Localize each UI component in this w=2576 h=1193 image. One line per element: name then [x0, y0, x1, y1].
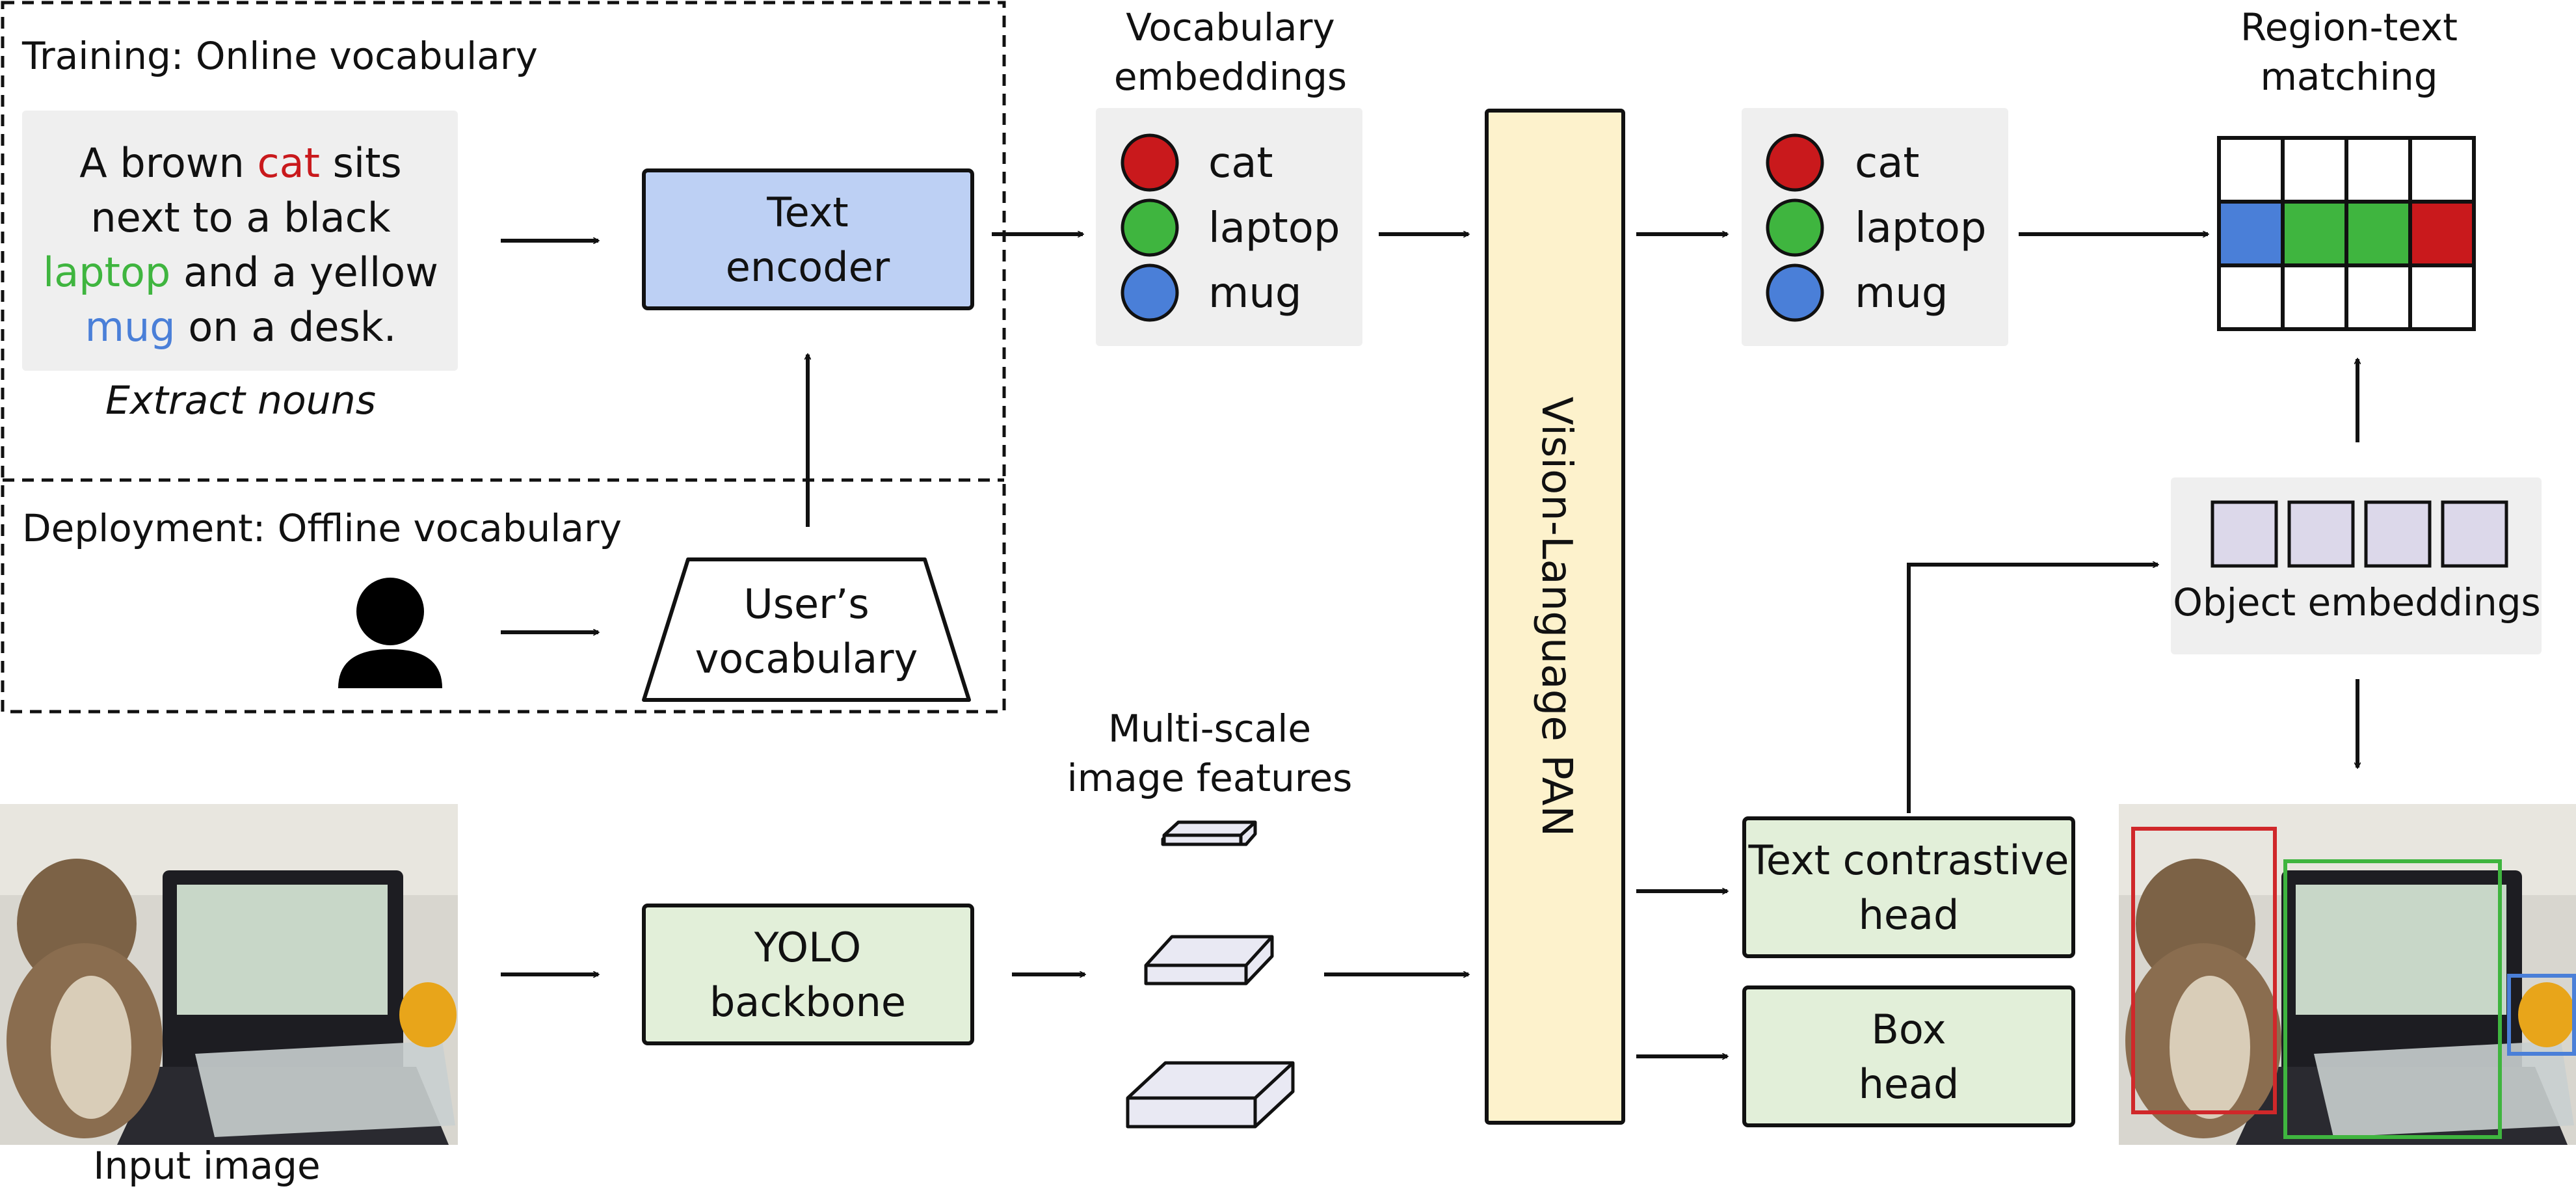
person-icon — [338, 578, 442, 688]
vocabulary-region — [1, 1, 1006, 714]
user-vocabulary-box — [642, 557, 971, 702]
output-image — [2119, 804, 2576, 1145]
vision-language-pan-box — [1485, 109, 1625, 1125]
caption-line-1: A brown cat sits — [79, 139, 402, 187]
grid-cell — [2408, 136, 2476, 204]
output-word-cat: cat — [1855, 139, 1920, 187]
vocab-word-laptop: laptop — [1208, 204, 1340, 252]
output-image-cat-chest — [2170, 976, 2250, 1119]
grid-cell — [2217, 263, 2285, 331]
vocab-dot-cat — [1121, 133, 1179, 192]
detection-box-cat — [2131, 827, 2277, 1114]
output-dot-laptop — [1766, 198, 1824, 257]
arrow-contrastive-to-objects — [1907, 565, 2158, 813]
caption-line-2: next to a black — [90, 194, 390, 241]
training-title: Training: Online vocabulary — [21, 34, 538, 78]
caption-panel — [22, 111, 458, 371]
box-head-label-2: head — [1859, 1060, 1959, 1108]
vocab-dot-laptop — [1121, 198, 1179, 257]
object-embedding-cell — [2211, 500, 2278, 568]
grid-cell-laptop — [2344, 200, 2412, 267]
vocab-word-cat: cat — [1208, 139, 1273, 187]
grid-cell — [2344, 263, 2412, 331]
grid-cell — [2281, 136, 2348, 204]
vocabulary-region-border — [1, 1, 1006, 714]
grid-cell — [2281, 263, 2348, 331]
caption-line-3: laptop and a yellow — [43, 248, 438, 296]
box-head-box — [1742, 985, 2075, 1127]
deployment-title: Deployment: Offline vocabulary — [22, 506, 622, 550]
caption-line-4: mug on a desk. — [85, 303, 397, 351]
input-image-screen — [177, 885, 388, 1015]
output-dot-mug — [1766, 263, 1824, 322]
feature-map-small — [1161, 820, 1257, 846]
output-image-mat — [2314, 1041, 2574, 1137]
feature-map-medium — [1144, 935, 1274, 985]
text-encoder-box — [642, 168, 974, 310]
multiscale-label-1: Multi-scale — [1108, 706, 1311, 751]
object-embeddings-label: Object embeddings — [2173, 580, 2541, 624]
contrastive-label-1: Text contrastive — [1748, 837, 2069, 884]
region-text-matching-grid — [2217, 136, 2476, 331]
object-embedding-cell — [2441, 500, 2508, 568]
output-word-mug: mug — [1855, 269, 1948, 317]
object-embedding-cell — [2287, 500, 2355, 568]
user-vocab-label-1: User’s — [743, 580, 869, 628]
detection-box-mug — [2507, 974, 2576, 1056]
output-word-laptop: laptop — [1855, 204, 1987, 252]
contrastive-label-2: head — [1859, 891, 1959, 939]
extract-nouns-label: Extract nouns — [105, 378, 376, 423]
box-head-label-1: Box — [1871, 1006, 1946, 1053]
grid-cell-mug — [2217, 200, 2285, 267]
input-image-mug — [399, 982, 457, 1047]
output-image-mug — [2518, 982, 2575, 1047]
vocab-embeddings-title-1: Vocabulary — [1126, 5, 1335, 49]
yolo-backbone-box — [642, 904, 974, 1045]
user-vocab-label-2: vocabulary — [695, 635, 918, 682]
input-image-cat-chest — [51, 976, 131, 1119]
object-embedding-cell — [2364, 500, 2432, 568]
feature-map-large — [1126, 1061, 1295, 1129]
multiscale-label-2: image features — [1067, 756, 1353, 800]
text-contrastive-head-box — [1742, 816, 2075, 958]
region-text-title-2: matching — [2260, 55, 2437, 99]
vocab-dot-mug — [1121, 263, 1179, 322]
vision-language-pan-label: Vision-Language PAN — [1532, 397, 1580, 837]
input-image-label: Input image — [93, 1144, 320, 1188]
input-image — [0, 804, 458, 1145]
text-encoder-label-2: encoder — [726, 243, 890, 291]
grid-cell-cat — [2408, 200, 2476, 267]
grid-cell — [2344, 136, 2412, 204]
detection-box-laptop — [2283, 859, 2502, 1139]
output-dot-cat — [1766, 133, 1824, 192]
grid-cell — [2217, 136, 2285, 204]
region-text-title-1: Region-text — [2240, 5, 2458, 49]
input-image-mat — [195, 1041, 455, 1137]
grid-cell — [2408, 263, 2476, 331]
caption-text: A brown cat sits next to a black laptop … — [43, 139, 438, 351]
yolo-label-1: YOLO — [754, 924, 861, 971]
text-encoder-label-1: Text — [766, 189, 848, 236]
vocab-embeddings-title-2: embeddings — [1114, 55, 1347, 99]
output-image-screen — [2296, 885, 2506, 1015]
grid-cell-laptop — [2281, 200, 2348, 267]
vocab-word-mug: mug — [1208, 269, 1302, 317]
yolo-label-2: backbone — [710, 978, 906, 1026]
